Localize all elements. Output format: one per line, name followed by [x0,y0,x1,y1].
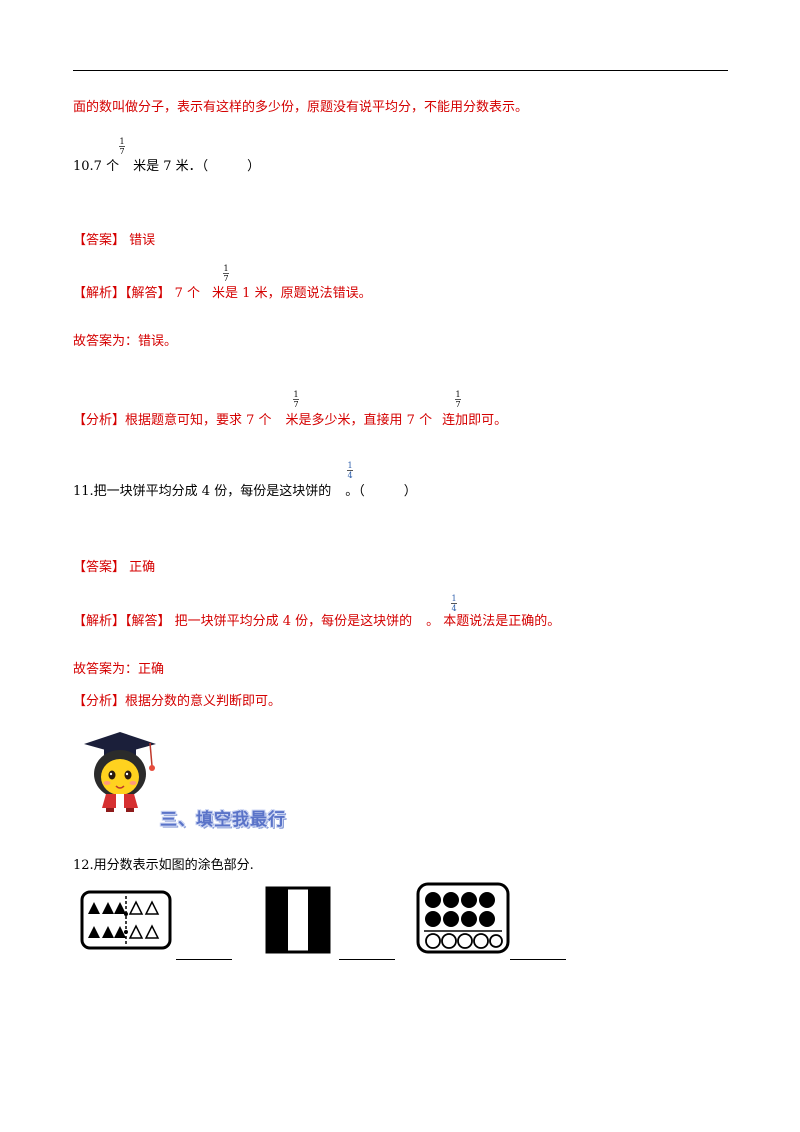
figure-triangles [80,890,172,950]
header-rule [73,70,728,71]
q10-fenxi-prefix: 【分析】根据题意可知，要求 7 个 [73,413,272,428]
q10-fraction: 1 7 [118,137,126,156]
q10-answer: 【答案】 错误 [73,233,156,248]
q10-question: 10.7 个米是 7 米．（ ） [73,159,260,175]
q10-frac-den: 7 [119,147,125,156]
q12-question: 12.用分数表示如图的涂色部分. [73,858,254,873]
section-title: 三、填空我最行 [160,810,286,830]
q11-answer: 【答案】 正确 [73,560,156,575]
q10-conclusion: 故答案为：错误。 [73,334,178,349]
figure-circles [416,882,510,954]
q11-suffix: 。（ ） [345,484,417,499]
q10-analysis: 【解析】【解答】 7 个米是 1 米，原题说法错误。 [73,286,372,302]
graduate-mascot-icon [84,732,156,812]
top-note: 面的数叫做分子，表示有这样的多少份，原题没有说平均分，不能用分数表示。 [73,100,529,115]
figure-checkerboard [265,886,331,954]
q10-fenxi: 【分析】根据题意可知，要求 7 个米是多少米，直接用 7 个连加即可。 [73,413,507,429]
q10-frac-num: 1 [119,137,125,146]
q11-analysis-prefix: 【解析】【解答】 把一块饼平均分成 4 份，每份是这块饼的 [73,614,413,629]
q10-fenxi-suffix: 连加即可。 [442,413,508,428]
q11-fraction: 1 4 [346,461,354,480]
q10-prefix: 10.7 个 [73,159,120,174]
q10-analysis-suffix: 米是 1 米，原题说法错误。 [212,286,372,301]
q11-analysis-suffix: 。 本题说法是正确的。 [426,614,561,629]
q11-analysis: 【解析】【解答】 把一块饼平均分成 4 份，每份是这块饼的。 本题说法是正确的。 [73,614,560,630]
q11-analysis-fraction: 1 4 [451,594,457,613]
q11-frac-num: 1 [347,461,353,470]
q11-fenxi: 【分析】根据分数的意义判断即可。 [73,694,282,709]
answer-blank-3[interactable] [510,959,566,960]
q10-fenxi-fraction-1: 1 7 [293,390,299,409]
q10-suffix: 米是 7 米．（ ） [133,159,261,174]
q10-fenxi-fraction-2: 1 7 [455,390,461,409]
q11-question: 11.把一块饼平均分成 4 份，每份是这块饼的。（ ） [73,484,417,500]
q11-frac-den: 4 [347,471,353,480]
q11-prefix: 11.把一块饼平均分成 4 份，每份是这块饼的 [73,484,332,499]
q10-analysis-fraction: 1 7 [223,264,229,283]
q10-fenxi-mid: 米是多少米，直接用 7 个 [285,413,433,428]
answer-blank-2[interactable] [339,959,395,960]
q10-analysis-prefix: 【解析】【解答】 7 个 [73,286,201,301]
q11-conclusion: 故答案为：正确 [73,662,165,677]
answer-blank-1[interactable] [176,959,232,960]
